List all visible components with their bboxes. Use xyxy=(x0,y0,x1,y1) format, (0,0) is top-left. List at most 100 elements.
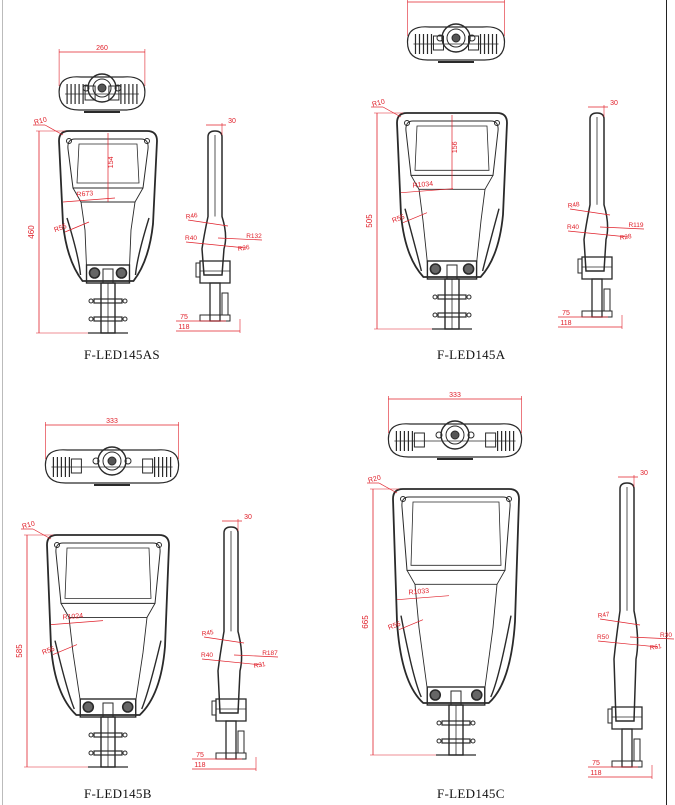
dimension-pole-a: 75 xyxy=(196,752,204,759)
top-view-mount-hub xyxy=(107,456,117,466)
leader-line xyxy=(569,208,611,216)
leader-line xyxy=(629,636,675,640)
dimension-side-radius: R26 xyxy=(237,244,250,253)
dimension-pole-a: 75 xyxy=(180,314,188,321)
front-view-lens-inner xyxy=(410,501,502,566)
top-view-mount-hub xyxy=(451,33,461,43)
dimension-corner-radius: R10 xyxy=(372,98,386,108)
dimension-pole-a: 75 xyxy=(592,760,600,767)
leader-line xyxy=(44,124,64,136)
top-view-clip xyxy=(108,85,120,101)
dimension-side-radius: R30 xyxy=(660,632,672,639)
front-view-shell xyxy=(58,130,158,282)
top-view-housing xyxy=(387,423,523,458)
front-view-bolt xyxy=(66,138,72,144)
dimension-side-radius: R40 xyxy=(567,224,579,231)
leader-line xyxy=(32,528,52,540)
top-view-clip xyxy=(142,458,154,474)
front-view-bolt xyxy=(156,542,162,548)
leader-line xyxy=(382,106,402,118)
dimension-side-radius: R40 xyxy=(185,235,197,242)
leader-line xyxy=(378,482,398,494)
caption-f-led145as: F-LED145AS xyxy=(84,347,160,362)
side-view-body xyxy=(583,112,609,272)
dimension-top-width: 333 xyxy=(106,418,118,425)
front-view-mount-knob xyxy=(429,263,442,275)
side-view-body xyxy=(217,526,243,714)
top-view-clip xyxy=(485,432,497,448)
front-view-bolt xyxy=(494,120,500,126)
leader-line xyxy=(64,221,90,233)
pole-screw xyxy=(122,750,128,756)
front-view-bolt xyxy=(54,542,60,548)
pole-band xyxy=(441,720,471,726)
dimension-pole-b: 118 xyxy=(590,770,601,777)
pole-band xyxy=(437,312,467,318)
leader-line xyxy=(398,619,424,631)
pole-screw xyxy=(88,732,94,738)
caption-f-led145a: F-LED145A xyxy=(437,347,506,362)
pole-band xyxy=(441,738,471,744)
dimension-side-radius: R1024 xyxy=(62,613,83,622)
leader-line xyxy=(217,237,263,241)
pole-band xyxy=(437,294,467,300)
dimension-bottom-radius: R56 xyxy=(387,621,402,632)
front-view-lens xyxy=(55,542,161,604)
top-view-mount-inner xyxy=(445,425,465,445)
side-view-pole-foot xyxy=(199,314,231,322)
top-view-bolt xyxy=(92,457,100,465)
dimension-side-radius: R40 xyxy=(201,652,213,659)
caption-f-led145b: F-LED145B xyxy=(84,786,152,801)
front-view-mount-knob xyxy=(429,689,442,701)
front-view-bolt xyxy=(404,120,410,126)
side-view-body xyxy=(201,130,227,276)
dimension-side-radius: R1033 xyxy=(408,588,429,597)
dimension-pole-a: 75 xyxy=(562,310,570,317)
leader-line xyxy=(187,219,229,227)
front-view-heatsink-edge xyxy=(406,570,506,585)
top-view-mount-ring xyxy=(440,420,470,450)
dimension-height: 665 xyxy=(361,615,370,629)
pole-screw xyxy=(436,720,442,726)
side-view-hinge xyxy=(195,262,201,278)
dimension-pole-b: 118 xyxy=(560,320,571,327)
front-view-mount-knob xyxy=(470,689,483,701)
front-view-shell xyxy=(396,112,508,278)
front-view-mount-knob xyxy=(82,701,95,713)
front-view-bolt xyxy=(144,138,150,144)
front-view-bolt xyxy=(506,496,512,502)
dimension-thickness: 30 xyxy=(610,100,618,107)
dimension-thickness: 30 xyxy=(640,470,648,477)
dimension-inner: 154 xyxy=(108,156,115,168)
front-view-shell xyxy=(392,488,520,704)
dimension-height: 505 xyxy=(365,214,374,228)
side-view-clamp xyxy=(237,730,245,754)
dimension-side-radius: R28 xyxy=(619,233,632,242)
top-view-clip xyxy=(84,85,96,101)
dimension-side-radius: R119 xyxy=(628,222,643,229)
caption-f-led145c: F-LED145C xyxy=(437,786,505,801)
side-view-clamp xyxy=(221,292,229,316)
pole-screw xyxy=(466,294,472,300)
front-view-lens xyxy=(401,496,511,571)
dimension-corner-radius: R20 xyxy=(368,474,382,484)
dimension-corner-radius: R10 xyxy=(22,520,36,530)
model-f-led145a: 294505156R10R1034R5530R48R40R119R2875118 xyxy=(365,0,645,330)
top-view-mount-hub xyxy=(97,83,107,93)
front-view-heatsink-ribs xyxy=(414,584,498,690)
dimension-side-radius: R187 xyxy=(262,650,278,657)
dimension-bottom-radius: R55 xyxy=(53,223,68,234)
leader-line xyxy=(62,197,116,203)
dimension-side-radius: R673 xyxy=(76,190,93,198)
top-view-housing xyxy=(58,76,146,111)
dimension-bottom-radius: R55 xyxy=(391,214,406,225)
dimension-side-radius: R132 xyxy=(246,233,262,240)
pole-screw xyxy=(122,316,128,322)
leader-line xyxy=(599,618,641,626)
leader-line xyxy=(396,595,450,601)
left-border-line xyxy=(2,0,3,805)
front-view-side-arm xyxy=(400,615,512,698)
front-view-heatsink-ribs xyxy=(68,617,148,702)
dimension-thickness: 30 xyxy=(244,514,252,521)
